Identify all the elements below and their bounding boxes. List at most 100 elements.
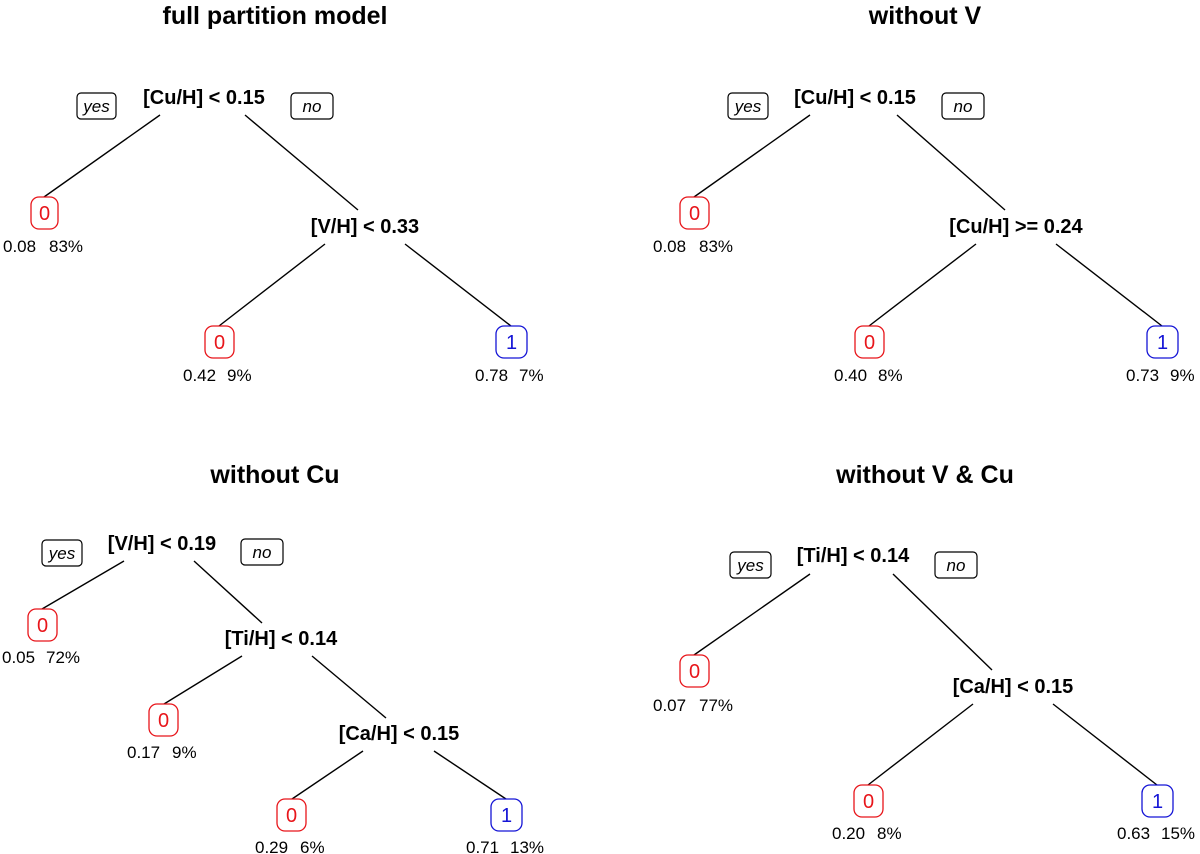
tree-edge <box>193 560 263 624</box>
leaf-node-box <box>854 325 885 359</box>
leaf-class: 0 <box>689 661 700 683</box>
tree-edge <box>311 655 387 719</box>
yes-label: yes <box>736 556 764 575</box>
leaf-pct: 7% <box>519 366 544 385</box>
yes-label: yes <box>82 97 110 116</box>
leaf-class: 1 <box>506 332 517 354</box>
leaf-pct: 8% <box>878 366 903 385</box>
leaf-prob: 0.42 <box>183 366 216 385</box>
leaf-pct: 13% <box>510 838 544 854</box>
leaf-prob: 0.20 <box>832 824 865 843</box>
leaf-node-box <box>27 608 58 642</box>
split-node: [V/H] < 0.33 <box>311 216 419 238</box>
panel-title: without Cu <box>209 461 339 489</box>
leaf-node-box <box>1141 784 1174 818</box>
split-node: [Ca/H] < 0.15 <box>953 676 1074 698</box>
leaf-prob: 0.29 <box>255 838 288 854</box>
leaf-pct: 9% <box>1170 366 1195 385</box>
tree-edge <box>218 243 326 327</box>
tree-edge <box>43 114 161 198</box>
leaf-class: 0 <box>689 203 700 225</box>
yes-label: yes <box>48 544 76 563</box>
leaf-node-box <box>490 798 523 832</box>
split-node: [Cu/H] >= 0.24 <box>949 216 1083 238</box>
split-node: [Cu/H] < 0.15 <box>794 87 916 109</box>
leaf-prob: 0.08 <box>3 237 36 256</box>
leaf-node-box <box>679 654 710 688</box>
leaf-class: 0 <box>37 615 48 637</box>
leaf-pct: 83% <box>49 237 83 256</box>
leaf-prob: 0.40 <box>834 366 867 385</box>
leaf-pct: 83% <box>699 237 733 256</box>
yes-label-box <box>727 92 769 120</box>
leaf-class: 0 <box>286 805 297 827</box>
leaf-class: 1 <box>501 805 512 827</box>
leaf-pct: 9% <box>172 743 197 762</box>
leaf-prob: 0.78 <box>475 366 508 385</box>
no-label-box <box>934 551 978 579</box>
no-label: no <box>954 97 973 116</box>
tree-edge <box>404 243 512 327</box>
leaf-pct: 72% <box>46 648 80 667</box>
leaf-node-box <box>204 325 235 359</box>
leaf-class: 0 <box>158 710 169 732</box>
yes-label-box <box>41 539 83 567</box>
split-node: [Ca/H] < 0.15 <box>339 723 460 745</box>
leaf-node-box <box>30 196 59 230</box>
leaf-prob: 0.71 <box>466 838 499 854</box>
leaf-node-box <box>679 196 710 230</box>
leaf-pct: 6% <box>300 838 325 854</box>
no-label: no <box>253 543 272 562</box>
tree-edge <box>1052 703 1158 786</box>
leaf-class: 1 <box>1152 791 1163 813</box>
split-node: [Ti/H] < 0.14 <box>797 545 910 567</box>
panel-title: full partition model <box>163 2 388 30</box>
leaf-node-box <box>853 784 884 818</box>
panel-title: without V & Cu <box>835 461 1014 489</box>
tree-edge <box>163 655 243 705</box>
leaf-prob: 0.63 <box>1117 824 1150 843</box>
tree-edge <box>244 114 359 211</box>
leaf-class: 0 <box>863 791 874 813</box>
leaf-pct: 77% <box>699 696 733 715</box>
split-node: [Ti/H] < 0.14 <box>225 628 338 650</box>
leaf-node-box <box>495 325 528 359</box>
tree-panel-full: full partition model yes no [Cu/H] < 0.1… <box>3 2 544 385</box>
leaf-class: 0 <box>214 332 225 354</box>
tree-edge <box>868 243 977 327</box>
tree-edge <box>896 114 1006 211</box>
leaf-node-box <box>276 798 307 832</box>
leaf-pct: 9% <box>227 366 252 385</box>
no-label: no <box>947 556 966 575</box>
tree-panel-without-v: without V yes no [Cu/H] < 0.15 [Cu/H] >=… <box>653 2 1195 385</box>
tree-edge <box>433 750 507 800</box>
leaf-node-box <box>148 703 179 737</box>
yes-label-box <box>729 551 772 579</box>
panel-title: without V <box>868 2 982 30</box>
tree-edge <box>291 750 364 800</box>
no-label-box <box>240 538 284 566</box>
split-node: [V/H] < 0.19 <box>108 533 216 555</box>
yes-label: yes <box>734 97 762 116</box>
leaf-pct: 8% <box>877 824 902 843</box>
leaf-prob: 0.08 <box>653 237 686 256</box>
tree-panel-without-v-cu: without V & Cu yes no [Ti/H] < 0.14 [Ca/… <box>653 461 1195 843</box>
leaf-prob: 0.05 <box>2 648 35 667</box>
yes-label-box <box>76 92 117 120</box>
tree-edge <box>867 703 974 786</box>
tree-edge <box>693 573 811 656</box>
leaf-prob: 0.07 <box>653 696 686 715</box>
no-label: no <box>303 97 322 116</box>
leaf-class: 0 <box>864 332 875 354</box>
leaf-node-box <box>1146 325 1179 359</box>
no-label-box <box>941 92 985 120</box>
tree-edge <box>892 573 993 671</box>
leaf-prob: 0.17 <box>127 743 160 762</box>
leaf-class: 0 <box>39 203 50 225</box>
no-label-box <box>290 92 334 120</box>
tree-edge <box>693 114 811 198</box>
tree-panel-without-cu: without Cu yes no [V/H] < 0.19 [Ti/H] < … <box>2 461 544 854</box>
tree-edge <box>41 560 125 610</box>
leaf-prob: 0.73 <box>1126 366 1159 385</box>
